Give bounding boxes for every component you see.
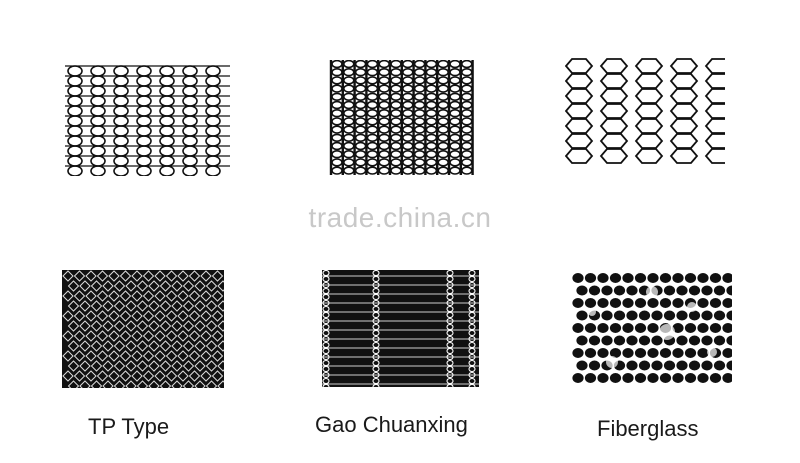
tp-type-mesh-sample-bottom bbox=[62, 270, 224, 388]
mesh-pattern-open-lines bbox=[65, 65, 230, 176]
mesh-pattern-dense bbox=[329, 60, 474, 175]
fiberglass-label: Fiberglass bbox=[597, 416, 699, 441]
fiberglass-mesh-sample-bottom bbox=[572, 272, 732, 384]
watermark: trade.china.cn bbox=[308, 202, 492, 233]
tp-type-label: TP Type bbox=[88, 414, 170, 439]
gao-chuanxing-mesh-sample-bottom bbox=[322, 270, 479, 387]
mesh-pattern-large-hex bbox=[565, 58, 725, 164]
mesh-pattern-dark-ladder bbox=[322, 270, 479, 387]
mesh-pattern-dark-coarse bbox=[572, 272, 732, 384]
mesh-pattern-dark-fine bbox=[62, 270, 224, 388]
tp-type-mesh-sample-top bbox=[65, 58, 230, 176]
fiberglass-mesh-sample-top bbox=[565, 56, 725, 168]
gao-chuanxing-mesh-sample-top bbox=[325, 60, 478, 175]
gao-chuanxing-label: Gao Chuanxing bbox=[315, 412, 468, 437]
